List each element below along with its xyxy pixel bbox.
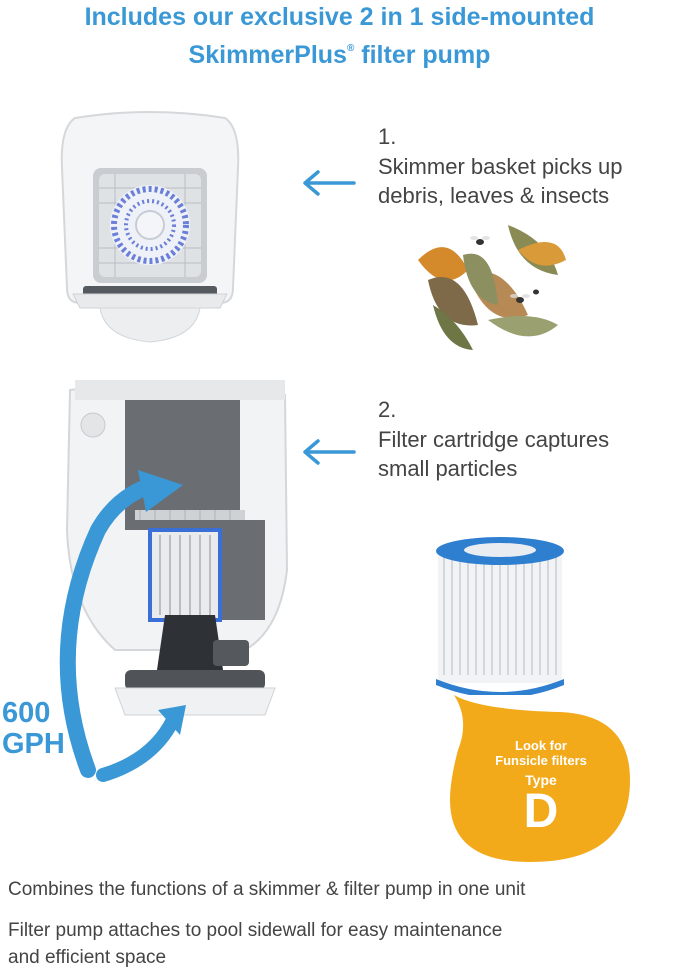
feature-line-1: Combines the functions of a skimmer & fi… [8, 879, 526, 900]
filter-cartridge-image [436, 537, 564, 695]
headline-line-1: Includes our exclusive 2 in 1 side-mount… [84, 3, 595, 31]
headline: Includes our exclusive 2 in 1 side-mount… [0, 2, 679, 71]
flow-rate-value: 600 [2, 697, 51, 729]
registered-mark: ® [346, 43, 355, 54]
filter-pump-cutaway-image [65, 380, 289, 716]
circular-flow-arrow-icon [59, 470, 186, 782]
badge-line-1: Look for [515, 738, 567, 753]
badge-letter: D [523, 785, 559, 838]
flow-rate-unit: GPH [2, 728, 65, 760]
step-2-number: 2. [378, 397, 397, 422]
feature-line-3: and efficient space [8, 947, 167, 968]
flow-rate: 600 GPH [2, 698, 65, 760]
step-1-line-2: debris, leaves & insects [378, 183, 610, 208]
step-1-line-1: Skimmer basket picks up [378, 154, 623, 179]
leaves-insects-image [418, 225, 566, 350]
step-2-line-1: Filter cartridge captures [378, 427, 610, 452]
type-d-badge [450, 695, 630, 862]
arrow-left-icon [303, 170, 356, 196]
headline-line-2: SkimmerPlus® filter pump [0, 33, 679, 71]
badge-line-3: Type [525, 772, 557, 788]
feature-line-2: Filter pump attaches to pool sidewall fo… [8, 920, 503, 941]
headline-suffix: filter pump [354, 41, 491, 69]
product-name: SkimmerPlus [188, 41, 347, 69]
arrow-left-icon [303, 439, 356, 465]
step-1-number: 1. [378, 124, 397, 149]
skimmer-basket-image [60, 111, 240, 343]
badge-line-2: Funsicle filters [495, 753, 587, 768]
step-2-line-2: small particles [378, 456, 518, 481]
